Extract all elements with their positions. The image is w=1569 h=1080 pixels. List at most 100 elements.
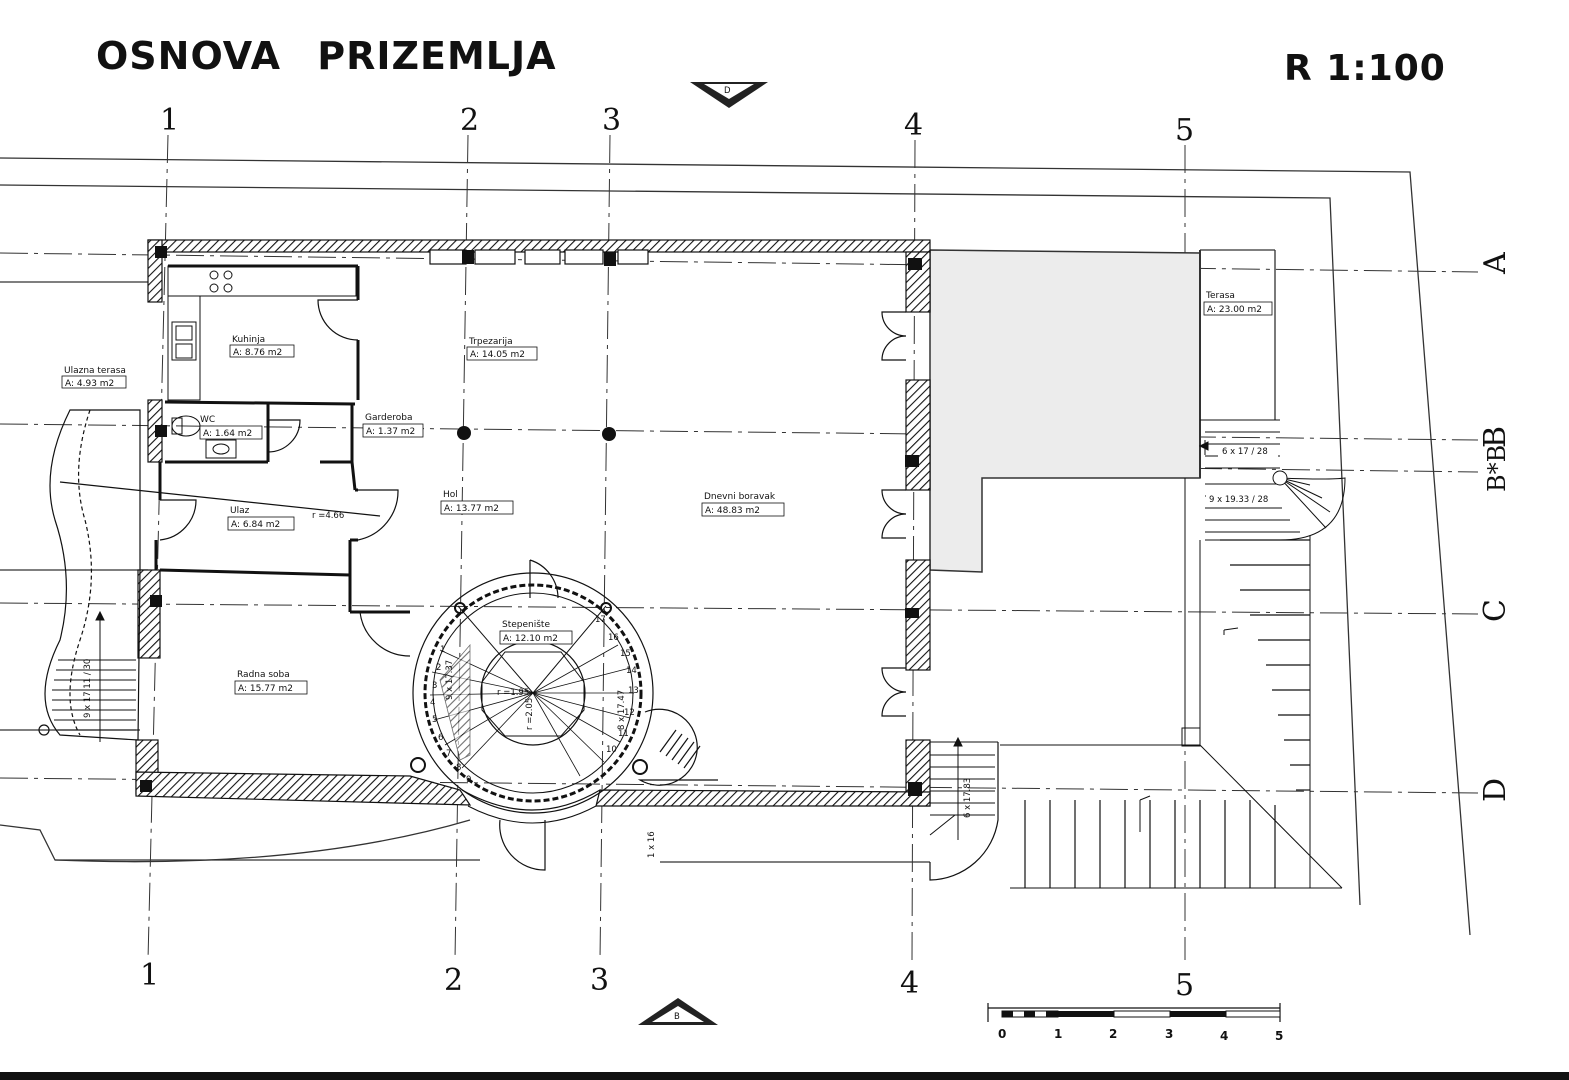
- exterior-walls: [135, 239, 931, 807]
- room-area-garderoba: A: 1.37 m2: [366, 427, 415, 437]
- axis-label-1-bottom: 1: [140, 958, 159, 993]
- room-name-ulaz: Ulaz: [230, 506, 250, 516]
- step-11: 11: [618, 729, 629, 739]
- room-trpezarija: Trpezarija A: 14.05 m2: [466, 337, 538, 361]
- room-area-kuhinja: A: 8.76 m2: [233, 348, 282, 358]
- section-marker-top-label: D: [724, 86, 731, 96]
- entry-stairs: [52, 610, 136, 742]
- terrace-area: [929, 249, 1201, 573]
- room-area-ulaz: A: 6.84 m2: [231, 520, 280, 530]
- axis-label-5-top: 5: [1175, 113, 1194, 148]
- room-terasa: Terasa A: 23.00 m2: [1203, 291, 1273, 316]
- axis-label-d: D: [1478, 778, 1513, 802]
- scale-tick-2: 2: [1109, 1027, 1117, 1041]
- room-stepeniste: Stepenište A: 12.10 m2: [499, 619, 573, 645]
- step-2: 2: [436, 663, 441, 673]
- step-12: 12: [624, 708, 635, 718]
- site-boundary: [0, 157, 1471, 936]
- scale-tick-3: 3: [1165, 1027, 1173, 1041]
- room-name-hol: Hol: [443, 490, 458, 500]
- grid-labels: 1 2 3 4 5 1 2 3 4 5 A B B*B C D: [140, 103, 1513, 1003]
- axis-label-3-top: 3: [602, 103, 621, 138]
- axis-label-5-bottom: 5: [1175, 968, 1194, 1003]
- step-17: 17: [595, 615, 606, 625]
- stair-step-numbers: 17 16 15 14 13 12 11 10 1 2 3 4 5 6 7 8 …: [430, 615, 639, 785]
- axis-label-b: B: [1478, 426, 1513, 448]
- spiral-steps-left: 9 x 17.37: [445, 660, 455, 700]
- step-5: 5: [432, 715, 437, 725]
- step-1: 1: [440, 645, 445, 655]
- radius-inner: r =1.95: [497, 688, 529, 698]
- room-name-trpezarija: Trpezarija: [468, 337, 513, 347]
- columns: [140, 246, 922, 796]
- room-name-radna-soba: Radna soba: [237, 670, 290, 680]
- step-13: 13: [628, 686, 639, 696]
- room-area-trpezarija: A: 14.05 m2: [470, 350, 525, 360]
- axis-label-bb: B*B: [1483, 445, 1511, 492]
- room-kuhinja: Kuhinja A: 8.76 m2: [229, 335, 295, 358]
- grid-axes: [0, 134, 1479, 961]
- room-labels: Kuhinja A: 8.76 m2 Trpezarija A: 14.05 m…: [61, 291, 1273, 695]
- spiral-staircase: [410, 572, 654, 824]
- room-area-radna-soba: A: 15.77 m2: [238, 684, 293, 694]
- axis-label-1-top: 1: [160, 103, 179, 138]
- step-16: 16: [608, 633, 619, 643]
- room-name-dnevni-boravak: Dnevni boravak: [704, 492, 776, 502]
- room-ulaz: Ulaz A: 6.84 m2: [227, 506, 295, 531]
- room-wc: WC A: 1.64 m2: [199, 415, 263, 440]
- garden-area: [929, 478, 1343, 889]
- drawing-title: OSNOVA PRIZEMLJA: [96, 34, 557, 78]
- room-name-terasa: Terasa: [1205, 291, 1235, 301]
- room-radna-soba: Radna soba A: 15.77 m2: [234, 670, 308, 695]
- radius-entry: r =4.66: [312, 511, 344, 521]
- step-6: 6: [438, 733, 443, 743]
- interior-walls: [154, 264, 410, 614]
- entry-terrace: [38, 409, 381, 741]
- step-15: 15: [620, 649, 631, 659]
- room-name-ulazna-terasa: Ulazna terasa: [64, 366, 126, 376]
- axis-label-3-bottom: 3: [590, 963, 609, 998]
- room-area-stepeniste: A: 12.10 m2: [503, 634, 558, 644]
- door-swings: [159, 299, 999, 881]
- stair-terrace-lower: 9 x 19.33 / 28: [1209, 495, 1268, 505]
- scale-tick-5: 5: [1275, 1029, 1283, 1043]
- page-edge: [0, 1072, 1569, 1080]
- section-marker-bottom-label: B: [674, 1012, 680, 1022]
- room-name-wc: WC: [200, 415, 215, 425]
- step-4: 4: [430, 698, 435, 708]
- step-7: 7: [446, 749, 451, 759]
- step-single: 1 x 16: [647, 831, 657, 858]
- room-dnevni-boravak: Dnevni boravak A: 48.83 m2: [701, 492, 785, 517]
- stair-garden: 6 x 17.83: [963, 778, 973, 818]
- spiral-steps-right: 8 x 17.47: [617, 690, 627, 730]
- round-bay: [637, 708, 718, 786]
- radius-outer: r =2.05: [525, 698, 535, 730]
- axis-label-4-top: 4: [904, 108, 923, 143]
- room-area-wc: A: 1.64 m2: [203, 429, 252, 439]
- axis-label-2-top: 2: [460, 103, 479, 138]
- room-name-stepeniste: Stepenište: [502, 619, 550, 630]
- scale-bar: 0 1 2 3 4 5: [987, 1003, 1283, 1043]
- room-name-kuhinja: Kuhinja: [232, 335, 265, 345]
- stair-terrace-upper: 6 x 17 / 28: [1222, 447, 1268, 457]
- step-9: 9: [466, 775, 471, 785]
- room-area-ulazna-terasa: A: 4.93 m2: [65, 379, 114, 389]
- step-14: 14: [626, 666, 637, 676]
- section-marker-top: D: [690, 82, 768, 108]
- kitchen-counter: [167, 265, 357, 401]
- room-garderoba: Garderoba A: 1.37 m2: [362, 413, 424, 438]
- scale-tick-1: 1: [1054, 1027, 1062, 1041]
- step-10: 10: [606, 745, 617, 755]
- section-marker-bottom: B: [638, 998, 718, 1025]
- step-8: 8: [456, 763, 461, 773]
- room-name-garderoba: Garderoba: [365, 413, 413, 423]
- axis-label-c: C: [1478, 599, 1513, 622]
- step-3: 3: [432, 681, 437, 691]
- room-ulazna-terasa: Ulazna terasa A: 4.93 m2: [61, 366, 127, 389]
- room-area-hol: A: 13.77 m2: [444, 504, 499, 514]
- scale-tick-0: 0: [998, 1027, 1006, 1041]
- scale-tick-4: 4: [1220, 1029, 1228, 1043]
- room-hol: Hol A: 13.77 m2: [440, 490, 514, 515]
- stair-entry: 9 x 17.11 / 30: [83, 659, 93, 718]
